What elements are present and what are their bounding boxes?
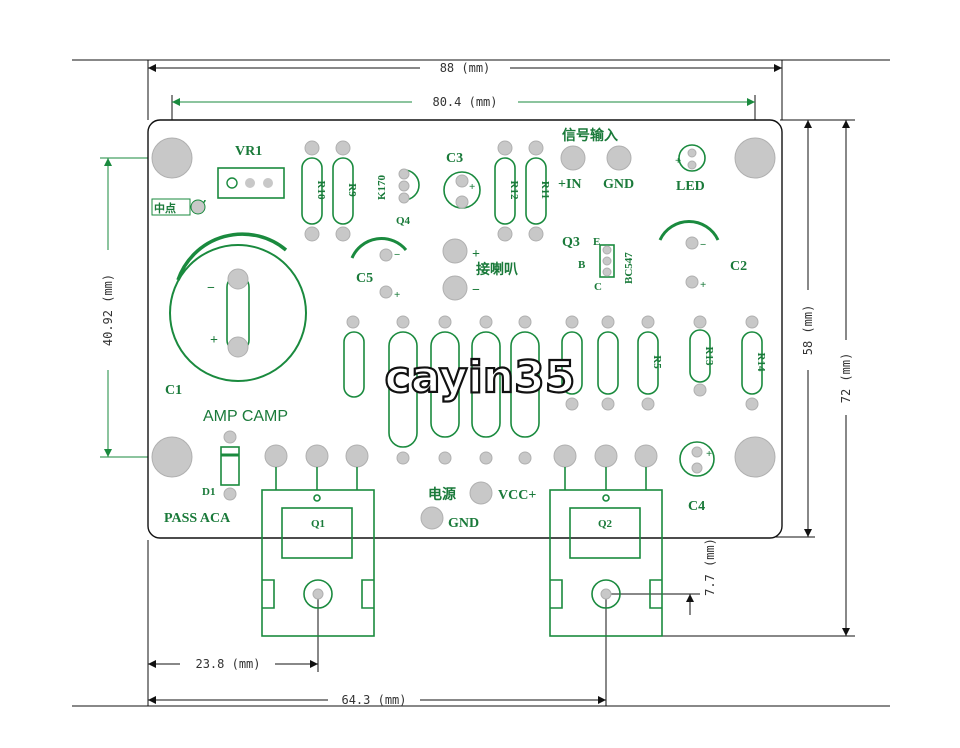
svg-text:R13: R13 [703, 347, 715, 366]
svg-text:E: E [593, 236, 600, 248]
svg-text:LED: LED [676, 179, 705, 194]
mount-hole-top-left [151, 137, 193, 179]
vr1-label: VR1 [235, 144, 262, 159]
svg-text:R5: R5 [651, 355, 663, 369]
svg-text:+: + [469, 181, 475, 193]
power-transistor-q2: Q2 [549, 444, 663, 637]
pcb-board-outline [147, 119, 783, 539]
svg-text:D1: D1 [202, 486, 215, 498]
dim-q1-hole-x: 23.8 (mm) [147, 540, 319, 706]
svg-text:信号输入: 信号输入 [562, 127, 618, 144]
svg-text:+IN: +IN [558, 177, 582, 192]
transistor-q4: K170 Q4 [376, 168, 420, 227]
svg-text:Q3: Q3 [562, 235, 580, 250]
dim-board-height: 58 (mm) [690, 119, 815, 538]
dim-hole-spacing-x-label: 80.4 (mm) [432, 95, 497, 109]
dim-q2-hole-x-label: 64.3 (mm) [341, 693, 406, 707]
svg-text:接喇叭: 接喇叭 [476, 261, 518, 278]
dim-width-total: 88 (mm) [147, 60, 783, 120]
speaker-connector: + 接喇叭 − [442, 238, 518, 301]
svg-text:R12: R12 [508, 181, 520, 200]
mount-hole-top-right [734, 137, 776, 179]
svg-text:+: + [210, 333, 218, 348]
power-transistor-q1: Q1 [261, 444, 375, 637]
resistor-r11: R11 [525, 140, 551, 242]
resistor-r10: R10 [301, 140, 327, 242]
svg-text:GND: GND [448, 516, 479, 531]
resistor-r5: R5 [637, 315, 663, 411]
dim-hole-spacing-x: 80.4 (mm) [171, 95, 756, 150]
svg-text:+: + [394, 289, 400, 301]
svg-text:R10: R10 [315, 181, 327, 200]
svg-text:GND: GND [603, 177, 634, 192]
svg-text:K170: K170 [376, 174, 388, 200]
transistor-q3: Q3 E B C BC547 [562, 235, 635, 293]
svg-text:Q2: Q2 [598, 518, 613, 530]
watermark-text: cayin35 [385, 352, 576, 403]
svg-text:C3: C3 [446, 151, 463, 166]
svg-text:−: − [700, 239, 706, 251]
svg-text:R11: R11 [539, 181, 551, 199]
svg-text:C4: C4 [688, 499, 705, 514]
signal-input: 信号输入 +IN GND [558, 127, 634, 192]
dim-total-height-label: 72 (mm) [839, 353, 853, 404]
capacitor-c4: + C4 [679, 441, 715, 514]
capacitor-c2: − + C2 [658, 220, 747, 291]
amp-camp-label: AMP CAMP [203, 408, 288, 425]
svg-text:+: + [675, 155, 681, 167]
resistor-r14: R14 [741, 315, 767, 411]
resistor-r9: R9 [332, 140, 358, 242]
svg-text:电源: 电源 [428, 486, 456, 503]
svg-text:R14: R14 [755, 353, 767, 372]
svg-text:+: + [700, 279, 706, 291]
diode-d1: D1 [202, 430, 240, 501]
midpoint-label: 中点 [154, 201, 176, 215]
svg-text:−: − [472, 283, 480, 298]
svg-text:−: − [207, 281, 215, 296]
svg-text:BC547: BC547 [623, 252, 635, 284]
resistor-r12: R12 [494, 140, 520, 242]
dim-hole-spacing-y-label: 40.92 (mm) [101, 274, 115, 346]
svg-text:B: B [578, 259, 586, 271]
capacitor-c3: C3 + [443, 151, 481, 209]
led: + LED [675, 144, 706, 194]
resistor-bank [343, 315, 619, 465]
svg-text:+: + [706, 448, 712, 460]
dim-total-height: 72 (mm) [660, 119, 855, 637]
dim-q1-hole-x-label: 23.8 (mm) [195, 657, 260, 671]
svg-text:+: + [472, 247, 480, 262]
svg-text:Q1: Q1 [311, 518, 325, 530]
resistor-r13: R13 [689, 315, 715, 397]
vr1-trimmer: VR1 中点 [151, 144, 285, 216]
capacitor-c5: − + C5 [350, 237, 408, 301]
dim-q-hole-offset-label: 7.7 (mm) [703, 538, 717, 596]
svg-text:C1: C1 [165, 383, 182, 398]
svg-text:C: C [594, 281, 602, 293]
svg-text:VCC+: VCC+ [498, 488, 536, 503]
dim-board-height-label: 58 (mm) [801, 305, 815, 356]
q4-label: Q4 [396, 215, 411, 227]
dim-q2-hole-x: 64.3 (mm) [148, 594, 607, 707]
mount-hole-bottom-right [734, 436, 776, 478]
svg-text:R9: R9 [346, 183, 358, 197]
mount-hole-bottom-left [151, 436, 193, 478]
pass-aca-label: PASS ACA [164, 511, 231, 526]
power-connector: 电源 VCC+ GND [420, 481, 536, 531]
capacitor-c1: − + C1 [165, 232, 307, 398]
svg-text:C5: C5 [356, 271, 373, 286]
svg-text:C2: C2 [730, 259, 747, 274]
svg-text:−: − [394, 249, 400, 261]
dim-width-total-label: 88 (mm) [440, 61, 491, 75]
